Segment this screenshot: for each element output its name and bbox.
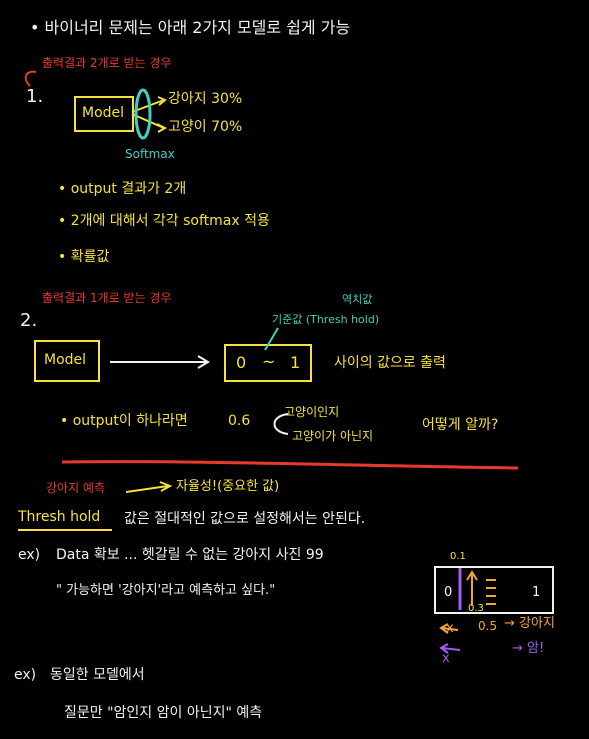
intro-line: • 바이너리 문제는 아래 2가지 모델로 쉽게 가능 [30, 18, 351, 37]
red-curl-stroke [24, 70, 37, 87]
ex2-line1: 동일한 모델에서 [50, 667, 145, 683]
ex1-line1: Data 확보 ... 헷갈릴 수 없는 강아지 사진 99 [56, 547, 324, 563]
case2-bullet-output: • output이 하나라면 [60, 413, 188, 429]
diagram-mid-value: 0.5 [478, 619, 498, 633]
case1-output-dog: 강아지 30% [168, 91, 243, 107]
options-bracket [273, 413, 289, 435]
diagram-dog-arrow: → 강아지 [504, 616, 555, 631]
threshold-top-label: 역치값 [342, 293, 373, 306]
case2-number: 2. [20, 310, 38, 331]
autonomy-label: 자율성!(중요한 값) [176, 479, 280, 494]
option-cat: 고양이인지 [284, 405, 340, 419]
orange-left-arrow [441, 627, 459, 631]
option-not-cat: 고양이가 아닌지 [292, 429, 374, 443]
diagram-one: 1 [532, 585, 541, 600]
threshold-label: 기준값 (Thresh hold) [272, 313, 380, 326]
case1-output-cat: 고양이 70% [168, 119, 243, 135]
red-separator [61, 460, 519, 470]
case1-number: 1. [26, 86, 44, 107]
case1-bullet-prob: • 확률값 [58, 249, 110, 265]
case2-model-box: Model [34, 340, 100, 382]
case1-bullet-softmax: • 2개에 대해서 각각 softmax 적용 [58, 213, 270, 229]
diagram-unknown-arrow: → 암! [512, 641, 545, 656]
case1-model-label: Model [82, 105, 125, 121]
diagram-top-value: 0.1 [450, 551, 466, 562]
case2-header: 출력결과 1개로 받는 경우 [42, 291, 172, 305]
range-zero: 0 [236, 353, 247, 372]
diagram-bottom-value: 0.3 [468, 603, 484, 614]
range-description: 사이의 값으로 출력 [334, 355, 446, 371]
diagram-dashes [486, 579, 496, 605]
softmax-oval [134, 88, 152, 140]
dog-prediction-label: 강아지 예측 [46, 481, 106, 495]
range-one: 1 [290, 353, 301, 372]
case1-bullet-output: • output 결과가 2개 [58, 181, 187, 197]
softmax-label: Softmax [125, 147, 175, 161]
threshold-sentence: 값은 절대적인 값으로 설정해서는 안된다. [124, 511, 366, 527]
ex2-prefix: ex) [14, 667, 37, 683]
ex1-line2: " 가능하면 '강아지'라고 예측하고 싶다." [56, 583, 276, 598]
range-tilde: ~ [262, 352, 276, 371]
diagram-box: 0 1 [434, 566, 554, 614]
threshold-word: Thresh hold [18, 509, 101, 525]
diagram-purple-x: x [442, 651, 450, 666]
question-text: 어떻게 알까? [422, 417, 499, 433]
ex1-prefix: ex) [18, 547, 41, 563]
case2-value: 0.6 [228, 413, 251, 429]
diagram-zero: 0 [444, 585, 453, 600]
threshold-arrow [264, 327, 279, 351]
purple-left-arrow [441, 647, 461, 651]
case1-header: 출력결과 2개로 받는 경우 [42, 56, 172, 70]
case2-model-label: Model [44, 352, 87, 368]
prediction-arrow [125, 485, 169, 493]
ex2-line2: 질문만 "암인지 암이 아닌지" 예측 [64, 705, 263, 721]
